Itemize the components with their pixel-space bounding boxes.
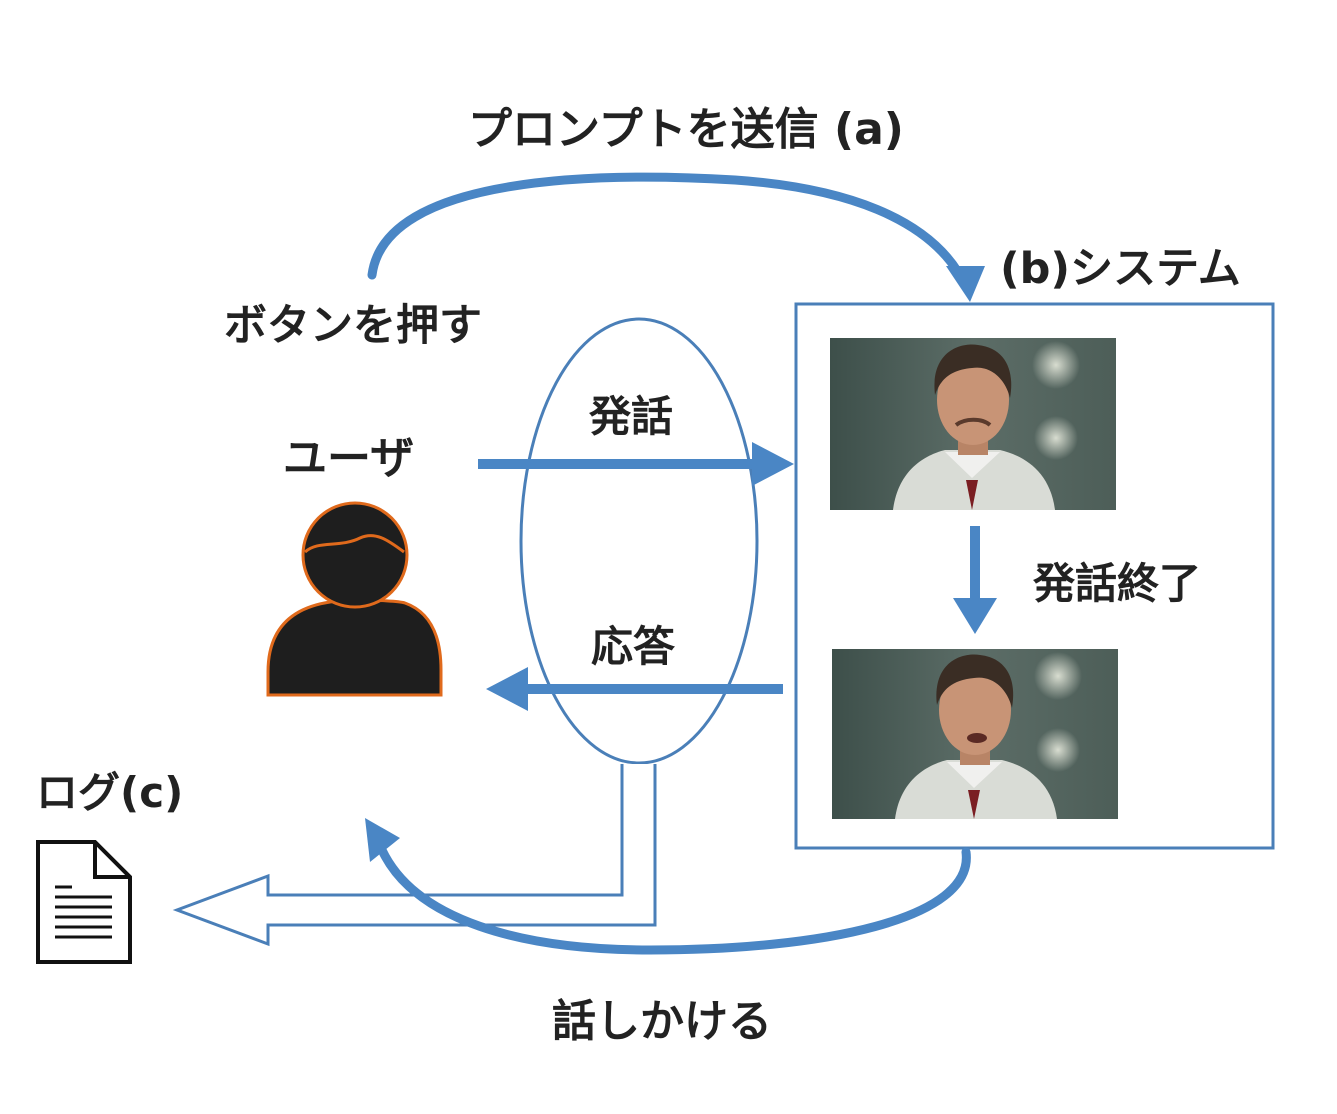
- log-arrow: [172, 764, 657, 947]
- utterance-label: 発話: [589, 392, 674, 441]
- dialogue-ellipse: [519, 317, 759, 765]
- send-prompt-label: プロンプトを送信 (a): [468, 104, 904, 155]
- user-label: ユーザ: [283, 433, 415, 484]
- person-icon: [266, 501, 443, 697]
- talk-to-label: 話しかける: [552, 996, 772, 1047]
- system-label: (b)システム: [1000, 244, 1241, 294]
- press-button-label: ボタンを押す: [224, 301, 482, 351]
- log-label: ログ(c): [36, 768, 184, 817]
- doctor-avatar-speaking: [832, 649, 1118, 819]
- talk-to-arrowhead: [365, 818, 400, 862]
- response-label: 応答: [591, 622, 676, 671]
- response-arrowhead: [486, 667, 528, 711]
- utterance-end-label: 発話終了: [1033, 559, 1202, 608]
- send-prompt-arc: [367, 172, 963, 280]
- talk-to-arc: [377, 845, 971, 955]
- utterance-end-arrowhead: [953, 598, 997, 634]
- doctor-avatar-listening: [830, 338, 1116, 510]
- utterance-arrowhead: [752, 442, 794, 486]
- send-prompt-arrowhead: [946, 266, 985, 302]
- document-icon: [36, 840, 132, 964]
- system-box: [794, 302, 1275, 850]
